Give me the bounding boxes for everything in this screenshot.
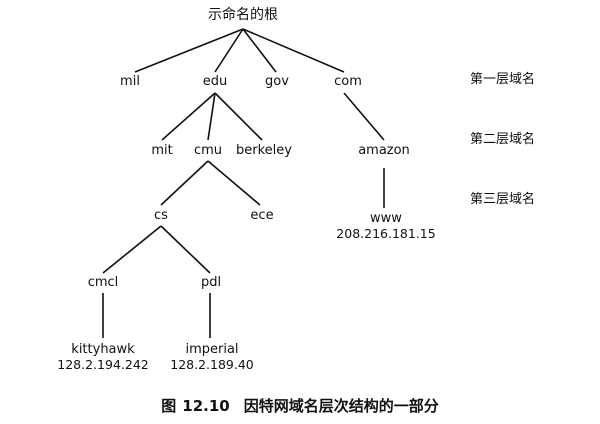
level-label-third: 第三层域名 [470, 192, 536, 207]
node-www-label: www [370, 211, 402, 226]
edge-root-mil [134, 28, 244, 73]
level-label-second: 第二层域名 [470, 132, 536, 147]
node-pdl: pdl [200, 275, 222, 290]
edge-edu-mit [161, 92, 216, 141]
node-cs: cs [154, 208, 168, 223]
node-www: www 208.216.181.15 [336, 211, 435, 241]
node-kittyhawk-address: 128.2.194.242 [57, 357, 149, 372]
node-www-address: 208.216.181.15 [336, 226, 436, 241]
edge-cs-pdl [160, 225, 211, 274]
node-kittyhawk-label: kittyhawk [71, 342, 135, 357]
caption-prefix: 图 [161, 397, 177, 415]
node-com: com [334, 74, 362, 89]
edge-edu-berkeley [214, 92, 263, 141]
figure-caption: 图 12.10 因特网域名层次结构的一部分 [0, 395, 600, 416]
edge-cmu-ece [207, 160, 261, 206]
node-cmcl: cmcl [87, 275, 119, 290]
node-ece: ece [250, 208, 274, 223]
node-cmu: cmu [193, 143, 223, 158]
node-mit: mit [151, 143, 173, 158]
edge-com-amazon [343, 92, 385, 141]
edge-cmu-cs [160, 160, 209, 206]
node-mil: mil [120, 74, 140, 89]
edge-root-edu [214, 28, 244, 73]
node-imperial-label: imperial [185, 342, 239, 357]
edge-root-gov [242, 28, 277, 73]
node-gov: gov [265, 74, 289, 89]
node-berkeley: berkeley [236, 143, 292, 158]
node-imperial: imperial 128.2.189.40 [170, 342, 254, 372]
edge-root-com [242, 28, 345, 73]
node-imperial-address: 128.2.189.40 [170, 357, 254, 372]
caption-text: 因特网域名层次结构的一部分 [243, 397, 439, 415]
edge-edu-cmu [207, 92, 216, 141]
edge-cs-cmcl [102, 225, 162, 274]
caption-number: 12.10 [182, 397, 230, 415]
node-kittyhawk: kittyhawk 128.2.194.242 [57, 342, 148, 372]
node-edu: edu [202, 74, 228, 89]
root-node: 示命名的根 [208, 7, 278, 23]
node-amazon: amazon [358, 143, 410, 158]
level-label-first: 第一层域名 [470, 72, 536, 87]
